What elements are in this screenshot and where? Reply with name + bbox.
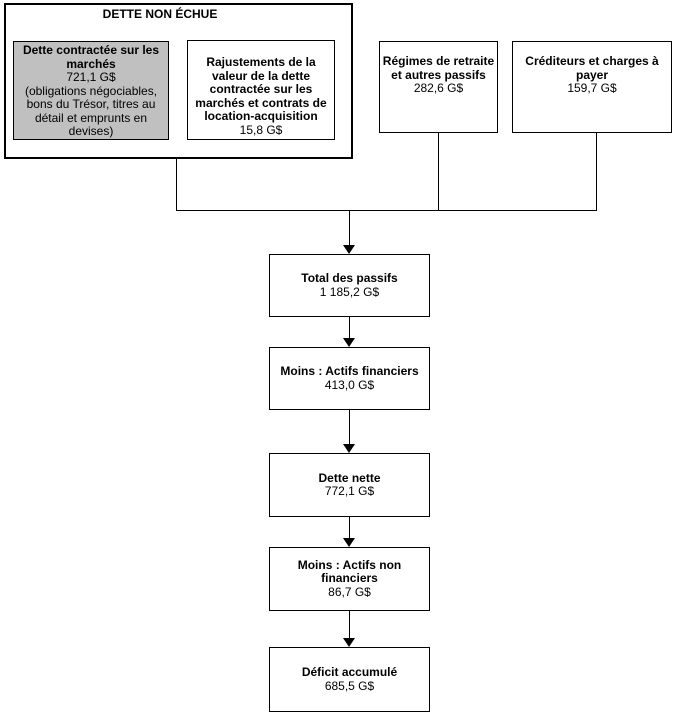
node-net-debt: Dette nette 772,1 G$ bbox=[269, 453, 430, 517]
node-financial-assets: Moins : Actifs financiers 413,0 G$ bbox=[269, 347, 430, 410]
arrow-to-non-financial-assets-head bbox=[343, 538, 355, 547]
group-title-dette-non-echue: DETTE NON ÉCHUE bbox=[102, 7, 218, 21]
node-title: Déficit accumulé bbox=[301, 665, 398, 679]
node-value: 86,7 G$ bbox=[328, 584, 371, 599]
arrow-to-non-financial-assets-stem bbox=[349, 517, 350, 538]
node-non-financial-assets: Moins : Actifs non financiers 86,7 G$ bbox=[269, 547, 430, 611]
connector-creditors-stem bbox=[596, 133, 597, 211]
arrow-to-total-stem bbox=[349, 211, 350, 245]
node-value: 159,7 G$ bbox=[567, 81, 617, 95]
arrow-to-financial-assets-stem bbox=[349, 317, 350, 338]
node-market-debt: Dette contractée sur les marchés 721,1 G… bbox=[13, 41, 169, 140]
node-value: 413,0 G$ bbox=[324, 377, 375, 392]
node-value: 15,8 G$ bbox=[239, 122, 283, 137]
arrow-to-net-debt-stem bbox=[349, 410, 350, 444]
node-pensions: Régimes de retraite et autres passifs 28… bbox=[379, 41, 498, 133]
node-title: Moins : Actifs non financiers bbox=[297, 557, 402, 586]
node-title: Régimes de retraite et autres passifs bbox=[382, 54, 495, 82]
arrow-to-deficit-head bbox=[343, 638, 355, 647]
arrow-to-deficit-stem bbox=[349, 611, 350, 638]
node-title: Créditeurs et charges à payer bbox=[525, 54, 659, 82]
node-value: 772,1 G$ bbox=[324, 484, 375, 498]
connector-collector-line bbox=[176, 210, 597, 211]
arrow-to-net-debt-head bbox=[343, 444, 355, 453]
node-title: Total des passifs bbox=[301, 271, 398, 285]
node-value: 1 185,2 G$ bbox=[319, 284, 380, 299]
node-adjustments: Rajustements de la valeur de la dette co… bbox=[187, 40, 335, 140]
node-note: (obligations négociables, bons du Trésor… bbox=[24, 83, 158, 138]
arrow-to-financial-assets-head bbox=[343, 338, 355, 347]
node-creditors: Créditeurs et charges à payer 159,7 G$ bbox=[512, 41, 672, 133]
node-title: Moins : Actifs financiers bbox=[280, 364, 419, 378]
connector-group-stem bbox=[176, 159, 177, 211]
node-value: 282,6 G$ bbox=[413, 81, 464, 95]
node-total-liabilities: Total des passifs 1 185,2 G$ bbox=[269, 254, 430, 317]
arrow-to-total-head bbox=[343, 245, 355, 254]
connector-pensions-stem bbox=[438, 133, 439, 211]
node-title: Dette contractée sur les marchés bbox=[22, 43, 160, 71]
node-value: 685,5 G$ bbox=[324, 678, 375, 693]
node-title: Dette nette bbox=[318, 470, 381, 485]
node-title: Rajustements de la valeur de la dette co… bbox=[195, 55, 327, 123]
node-value: 721,1 G$ bbox=[66, 70, 116, 84]
node-accumulated-deficit: Déficit accumulé 685,5 G$ bbox=[269, 647, 430, 712]
